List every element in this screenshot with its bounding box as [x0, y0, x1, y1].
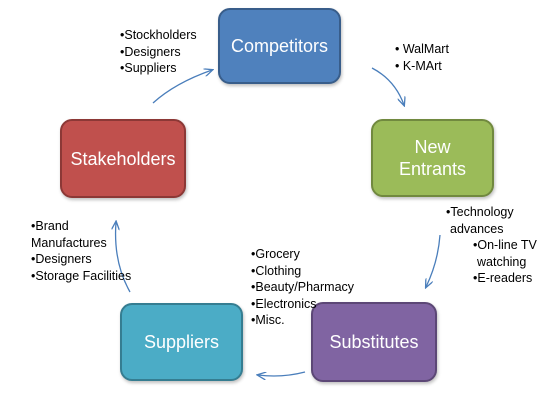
note-new-entrants: • WalMart • K-MArt	[395, 41, 449, 74]
note-line: • WalMart	[395, 42, 449, 56]
node-competitors: Competitors	[218, 8, 341, 84]
note-line: •Grocery	[251, 247, 300, 261]
arrow-suppliers-to-stakeholders	[116, 222, 131, 293]
note-line: •Designers	[31, 252, 92, 266]
node-substitutes-label: Substitutes	[329, 332, 419, 352]
note-suppliers: •Grocery •Clothing •Beauty/Pharmacy •Ele…	[251, 246, 354, 329]
node-new-entrants: New Entrants	[371, 119, 494, 197]
note-stakeholders: •Brand Manufactures •Designers •Storage …	[31, 218, 131, 284]
note-line: •Misc.	[251, 313, 285, 327]
node-new-entrants-label-line1: New	[414, 137, 451, 157]
note-line: •Beauty/Pharmacy	[251, 280, 355, 294]
node-suppliers-label: Suppliers	[143, 332, 220, 352]
arrow-stakeholders-to-competitors	[152, 70, 212, 104]
note-line: • K-MArt	[395, 58, 442, 73]
arrow-substitutes-to-suppliers	[258, 371, 306, 376]
note-line: •E-readers	[473, 271, 533, 285]
note-competitors: •Stockholders •Designers •Suppliers	[120, 27, 197, 77]
note-line: watching	[477, 254, 527, 269]
arrow-new-entrants-to-substitutes	[426, 234, 441, 287]
node-suppliers: Suppliers	[120, 303, 243, 381]
node-competitors-label: Competitors	[230, 36, 329, 56]
node-stakeholders-label: Stakeholders	[70, 148, 176, 169]
node-new-entrants-label-line2: Entrants	[398, 159, 467, 179]
note-line: •On-line TV	[473, 238, 537, 252]
note-line: •Storage Facilities	[31, 268, 132, 283]
note-line: Manufactures	[31, 235, 107, 250]
node-stakeholders: Stakeholders	[60, 119, 186, 198]
note-line: •Designers	[120, 44, 181, 59]
note-line: •Technology	[446, 205, 514, 219]
note-line: •Clothing	[251, 263, 302, 278]
node-substitutes: Substitutes	[311, 302, 437, 382]
note-line: •Stockholders	[120, 28, 197, 42]
note-substitutes: •Technology advances •On-line TV watchin…	[446, 204, 551, 287]
arrow-competitors-to-new-entrants	[371, 67, 404, 105]
note-line: •Suppliers	[120, 61, 177, 75]
note-line: advances	[450, 221, 504, 236]
note-line: •Brand	[31, 219, 69, 233]
note-line: •Electronics	[251, 296, 317, 311]
